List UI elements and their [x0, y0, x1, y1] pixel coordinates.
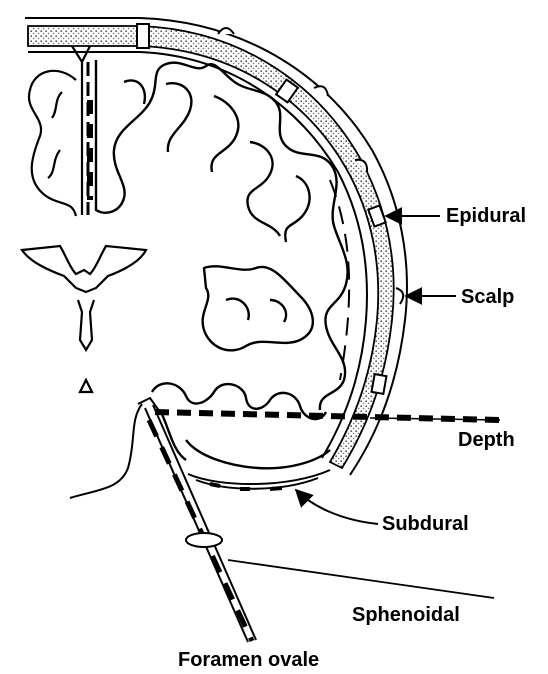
subdural-electrode	[188, 470, 330, 489]
left-hemisphere-gyri	[29, 71, 76, 216]
subdural-label: Subdural	[382, 514, 469, 534]
midline-structures	[22, 46, 146, 392]
depth-label: Depth	[458, 430, 515, 450]
lateral-ventricles	[22, 246, 146, 292]
fourth-ventricle	[80, 380, 92, 392]
third-ventricle	[78, 300, 94, 350]
scalp-label: Scalp	[461, 287, 514, 307]
falx	[72, 46, 90, 62]
foramen-ovale	[186, 533, 222, 547]
epidural-label: Epidural	[446, 206, 526, 226]
foramen-ovale-label: Foramen ovale	[178, 650, 319, 670]
sphenoidal-label: Sphenoidal	[352, 605, 460, 625]
foramen-ovale-electrode	[70, 398, 256, 642]
skull-base-line	[70, 404, 142, 498]
electrode-markers	[90, 100, 349, 380]
depth-electrode	[155, 411, 500, 420]
